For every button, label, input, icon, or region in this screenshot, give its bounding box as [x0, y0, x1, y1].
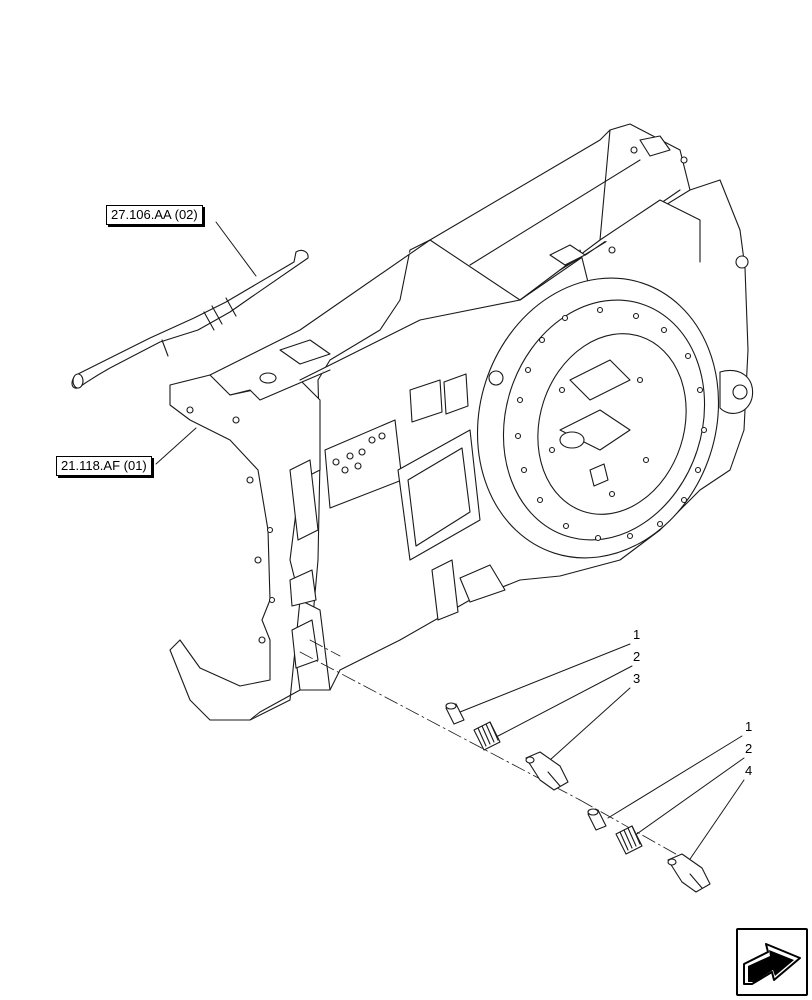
- housing-reference-label[interactable]: 21.118.AF (01): [56, 456, 152, 476]
- transmission-housing: [169, 123, 754, 721]
- spring-part-2a: [473, 721, 501, 751]
- pin-part-1b: [587, 808, 607, 831]
- pin-part-1a: [445, 702, 465, 725]
- shaft-part: [71, 249, 309, 389]
- callout-number: 3: [633, 671, 641, 686]
- callout-number: 2: [633, 649, 641, 664]
- callout-number: 1: [745, 719, 753, 734]
- shaft-reference-label[interactable]: 27.106.AA (02): [106, 205, 203, 225]
- callout-number: 2: [745, 741, 753, 756]
- valve-part-4: [667, 853, 711, 893]
- callout-number: 4: [745, 763, 753, 778]
- callout-number: 1: [633, 627, 641, 642]
- valve-part-3: [525, 751, 569, 791]
- next-page-arrow-icon: [743, 943, 801, 985]
- next-page-button[interactable]: [736, 928, 808, 996]
- spring-part-2b: [615, 825, 643, 855]
